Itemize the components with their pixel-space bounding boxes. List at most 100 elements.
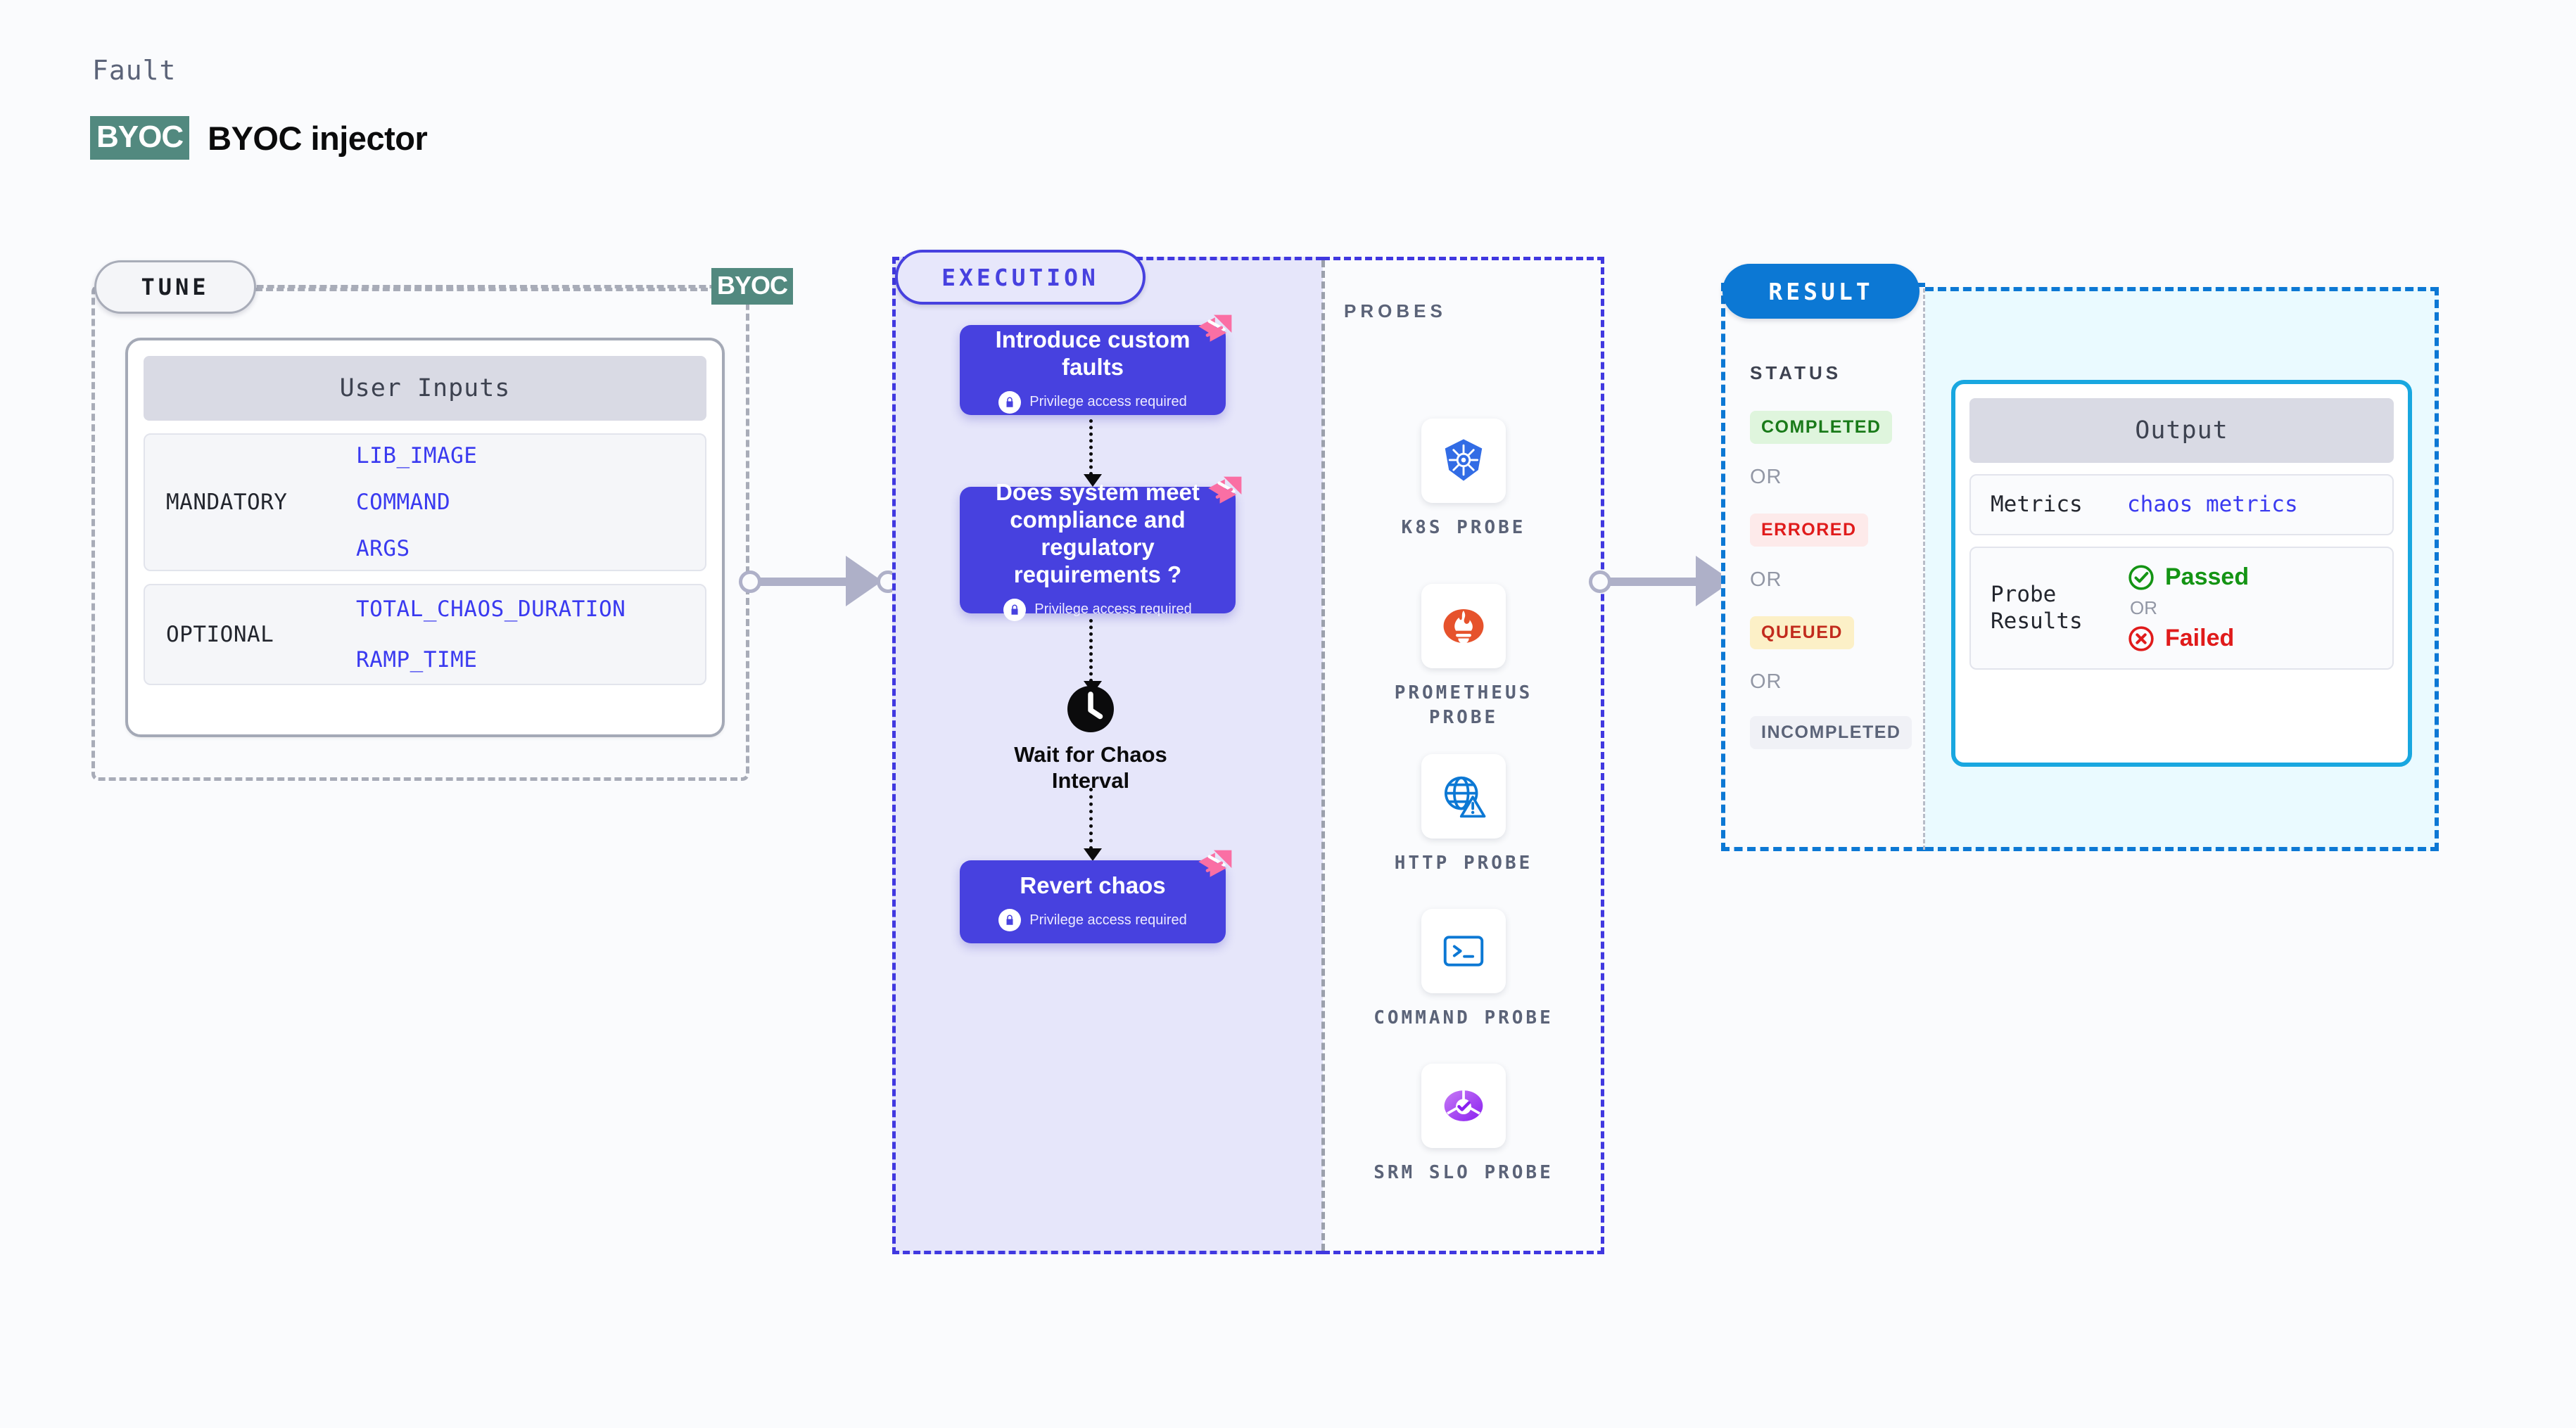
- kubernetes-icon: [1445, 439, 1483, 481]
- execution-section-pill[interactable]: EXECUTION: [895, 250, 1146, 305]
- tune-connector-line: [255, 288, 718, 291]
- step-title: Does system meet compliance and regulato…: [996, 479, 1200, 587]
- status-or-2: OR: [1750, 568, 1782, 591]
- probe-label: PROMETHEUS PROBE: [1394, 682, 1533, 729]
- step-wait-for-chaos-interval[interactable]: Wait for Chaos Interval: [1006, 684, 1175, 793]
- status-badge-queued: QUEUED: [1750, 616, 1854, 649]
- privilege-text: Privilege access required: [1029, 394, 1187, 410]
- page-title: BYOC injector: [208, 119, 428, 157]
- mandatory-params-block: MANDATORY LIB_IMAGE COMMAND ARGS: [144, 433, 706, 571]
- probe-label: HTTP PROBE: [1394, 853, 1533, 874]
- result-status-boundary: [1721, 283, 1925, 851]
- mandatory-values: LIB_IMAGE COMMAND ARGS: [356, 443, 477, 561]
- connector-bar: [754, 578, 873, 586]
- status-or-3: OR: [1750, 670, 1782, 693]
- step-title: Revert chaos: [1020, 872, 1166, 898]
- byoc-edge-badge: BYOC: [711, 268, 794, 305]
- probe-results-values: Passed OR Failed: [2127, 563, 2249, 653]
- lock-icon: [998, 909, 1022, 932]
- optional-values: TOTAL_CHAOS_DURATION RAMP_TIME: [356, 597, 626, 672]
- connector-dot-left: [739, 570, 761, 593]
- metrics-value[interactable]: chaos metrics: [2127, 492, 2298, 518]
- probe-result-passed: Passed: [2127, 563, 2249, 592]
- connector-bar: [1604, 578, 1722, 586]
- probe-results-key: Probe Results: [1991, 581, 2083, 635]
- harness-logo-icon: [1198, 850, 1232, 877]
- connector-arrowhead: [846, 556, 882, 606]
- harness-logo-icon: [1198, 314, 1232, 342]
- flow-arrow-2: [1084, 619, 1102, 694]
- probe-k8s[interactable]: K8S PROBE: [1358, 419, 1569, 540]
- clock-icon: [1067, 686, 1114, 732]
- page-title-row: BYOC BYOC injector: [90, 116, 428, 160]
- optional-label: OPTIONAL: [166, 622, 274, 647]
- param-total-chaos-duration[interactable]: TOTAL_CHAOS_DURATION: [356, 597, 626, 622]
- probe-tile: [1421, 584, 1506, 668]
- output-card: Output Metrics chaos metrics Probe Resul…: [1951, 380, 2412, 767]
- param-command[interactable]: COMMAND: [356, 490, 451, 515]
- output-card-title: Output: [1969, 398, 2394, 463]
- status-badge-completed: COMPLETED: [1750, 411, 1893, 444]
- lock-icon: [1003, 598, 1027, 621]
- srm-slo-icon: [1444, 1090, 1483, 1121]
- privilege-text: Privilege access required: [1034, 601, 1192, 618]
- status-badge-incompleted: INCOMPLETED: [1750, 716, 1912, 749]
- probe-tile: [1421, 909, 1506, 993]
- optional-params-block: OPTIONAL TOTAL_CHAOS_DURATION RAMP_TIME: [144, 584, 706, 685]
- result-section-pill[interactable]: RESULT: [1722, 264, 1920, 319]
- metrics-key: Metrics: [1991, 492, 2083, 517]
- wait-node-label: Wait for Chaos Interval: [1014, 742, 1167, 793]
- probe-http[interactable]: HTTP PROBE: [1358, 754, 1569, 876]
- probe-tile: [1421, 1064, 1506, 1148]
- probe-result-or: OR: [2130, 597, 2157, 618]
- step-title: Introduce custom faults: [995, 326, 1191, 380]
- lock-icon: [998, 390, 1022, 414]
- connector-dot-left: [1589, 570, 1611, 593]
- user-inputs-card: User Inputs MANDATORY LIB_IMAGE COMMAND …: [125, 338, 725, 737]
- step-compliance-check[interactable]: Does system meet compliance and regulato…: [960, 476, 1242, 621]
- harness-logo-icon: [1208, 476, 1242, 504]
- privilege-row: Privilege access required: [1003, 598, 1192, 621]
- status-badge-errored: ERRORED: [1750, 514, 1868, 547]
- param-lib-image[interactable]: LIB_IMAGE: [356, 443, 478, 468]
- byoc-badge: BYOC: [90, 116, 190, 160]
- flow-arrow-3: [1084, 788, 1102, 861]
- probe-tile: [1421, 754, 1506, 839]
- execution-probes-divider: [1321, 260, 1325, 1251]
- privilege-text: Privilege access required: [1029, 912, 1187, 928]
- probe-command[interactable]: COMMAND PROBE: [1358, 909, 1569, 1031]
- param-ramp-time[interactable]: RAMP_TIME: [356, 647, 478, 672]
- probe-label: K8S PROBE: [1401, 517, 1526, 538]
- result-inner-divider: [1923, 288, 1925, 850]
- http-globe-warning-icon: [1444, 776, 1486, 818]
- probe-srm-slo[interactable]: SRM SLO PROBE: [1358, 1064, 1569, 1185]
- page-kicker: Fault: [92, 55, 177, 86]
- prometheus-icon: [1443, 608, 1484, 644]
- privilege-row: Privilege access required: [998, 390, 1187, 414]
- probe-label: SRM SLO PROBE: [1373, 1162, 1554, 1183]
- terminal-icon: [1443, 936, 1484, 967]
- status-title: STATUS: [1750, 362, 1842, 383]
- x-circle-icon: [2128, 626, 2154, 651]
- output-metrics-row: Metrics chaos metrics: [1969, 474, 2394, 535]
- probe-label: COMMAND PROBE: [1373, 1007, 1554, 1028]
- probes-title: PROBES: [1344, 300, 1447, 321]
- execution-section-boundary: [892, 257, 1323, 1254]
- mandatory-label: MANDATORY: [166, 490, 288, 515]
- tune-section-pill[interactable]: TUNE: [94, 260, 256, 314]
- user-inputs-title: User Inputs: [144, 356, 706, 421]
- privilege-row: Privilege access required: [998, 909, 1187, 932]
- status-or-1: OR: [1750, 466, 1782, 488]
- output-probe-results-row: Probe Results Passed OR Failed: [1969, 546, 2394, 670]
- param-args[interactable]: ARGS: [356, 536, 410, 561]
- passed-label: Passed: [2165, 563, 2250, 591]
- failed-label: Failed: [2165, 625, 2235, 652]
- probe-tile: [1421, 419, 1506, 503]
- probe-result-failed: Failed: [2127, 625, 2249, 653]
- connector-tune-to-execution: [739, 549, 901, 612]
- check-circle-icon: [2128, 565, 2154, 590]
- step-revert-chaos[interactable]: Revert chaos Privilege access required: [960, 850, 1232, 943]
- probe-prometheus[interactable]: PROMETHEUS PROBE: [1358, 584, 1569, 730]
- step-introduce-custom-faults[interactable]: Introduce custom faults Privilege access…: [960, 314, 1232, 415]
